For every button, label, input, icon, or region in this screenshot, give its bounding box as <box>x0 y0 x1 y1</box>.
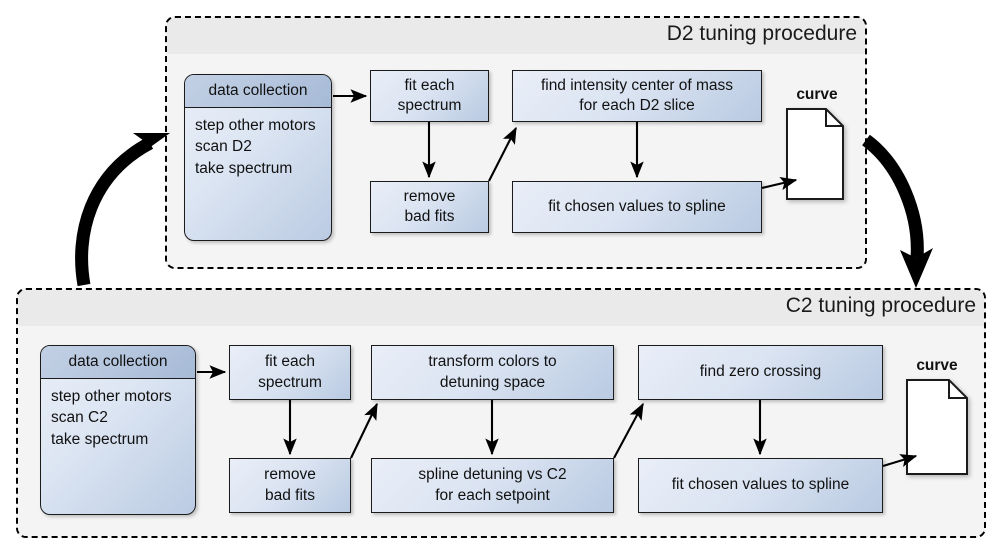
d2-step-find-intensity-center-of-mass[interactable]: find intensity center of mass for each D… <box>512 70 762 122</box>
c2-remove-line-1: remove <box>264 466 316 484</box>
d2-data-collection-steps: step other motors scan D2 take spectrum <box>185 107 331 240</box>
group-d2-title: D2 tuning procedure <box>666 22 857 45</box>
document-icon <box>906 379 968 475</box>
arrow-loop-d2-to-c2-head <box>900 248 933 288</box>
d2-remove-line-2: bad fits <box>404 208 455 225</box>
c2-curve-label: curve <box>916 357 958 374</box>
arrow-loop-d2-to-c2 <box>861 134 924 259</box>
c2-step-transform-colors-to-detuning-space[interactable]: transform colors to detuning space <box>371 345 614 400</box>
d2-dc-step-3: take spectrum <box>195 159 293 177</box>
c2-dc-step-1: step other motors <box>51 388 172 405</box>
c2-fit-line-2: spectrum <box>258 373 322 391</box>
d2-step-fit-chosen-values-to-spline[interactable]: fit chosen values to spline <box>512 181 762 233</box>
c2-step-find-zero-crossing[interactable]: find zero crossing <box>638 345 883 400</box>
d2-step-fit-each-spectrum[interactable]: fit each spectrum <box>370 70 489 122</box>
c2-data-collection-header: data collection <box>41 346 195 379</box>
d2-fit-line-2: spectrum <box>397 97 462 114</box>
c2-step-fit-each-spectrum[interactable]: fit each spectrum <box>229 345 351 400</box>
d2-output-curve[interactable]: curve <box>780 86 854 202</box>
c2-transform-line-2: detuning space <box>439 373 546 391</box>
c2-remove-line-2: bad fits <box>265 486 315 504</box>
c2-dc-step-3: take spectrum <box>51 430 149 448</box>
d2-data-collection-box[interactable]: data collection step other motors scan D… <box>184 74 332 241</box>
c2-output-curve[interactable]: curve <box>900 357 974 479</box>
c2-data-collection-steps: step other motors scan C2 take spectrum <box>41 378 195 514</box>
group-d2-header-band <box>167 18 865 54</box>
c2-spline-line-1: spline detuning vs C2 <box>418 466 567 484</box>
d2-remove-line-1: remove <box>403 187 456 205</box>
d2-dc-step-2: scan D2 <box>195 138 252 156</box>
c2-fitspline-line-1: fit chosen values to spline <box>671 476 850 494</box>
d2-data-collection-header: data collection <box>185 75 331 108</box>
group-c2-title: C2 tuning procedure <box>785 294 976 317</box>
c2-transform-line-1: transform colors to <box>428 353 557 371</box>
c2-spline-line-2: for each setpoint <box>435 486 550 504</box>
c2-fit-line-1: fit each <box>265 353 315 371</box>
c2-step-fit-chosen-values-to-spline[interactable]: fit chosen values to spline <box>638 458 883 513</box>
c2-data-collection-box[interactable]: data collection step other motors scan C… <box>40 345 196 515</box>
arrow-loop-c2-to-d2 <box>75 137 154 287</box>
c2-dc-step-2: scan C2 <box>51 409 108 427</box>
d2-step-remove-bad-fits[interactable]: remove bad fits <box>370 181 489 233</box>
d2-curve-label: curve <box>796 86 838 103</box>
c2-step-remove-bad-fits[interactable]: remove bad fits <box>229 458 351 513</box>
d2-com-line-1: find intensity center of mass <box>540 76 734 94</box>
group-c2-header-band <box>18 290 984 326</box>
c2-zero-line-1: find zero crossing <box>699 363 822 381</box>
c2-step-spline-detuning-vs-c2[interactable]: spline detuning vs C2 for each setpoint <box>371 458 614 513</box>
d2-spline-line-1: fit chosen values to spline <box>548 197 726 215</box>
d2-fit-line-1: fit each <box>404 76 455 94</box>
d2-com-line-2: for each D2 slice <box>579 97 695 114</box>
d2-dc-step-1: step other motors <box>195 117 316 134</box>
document-icon <box>786 108 844 200</box>
